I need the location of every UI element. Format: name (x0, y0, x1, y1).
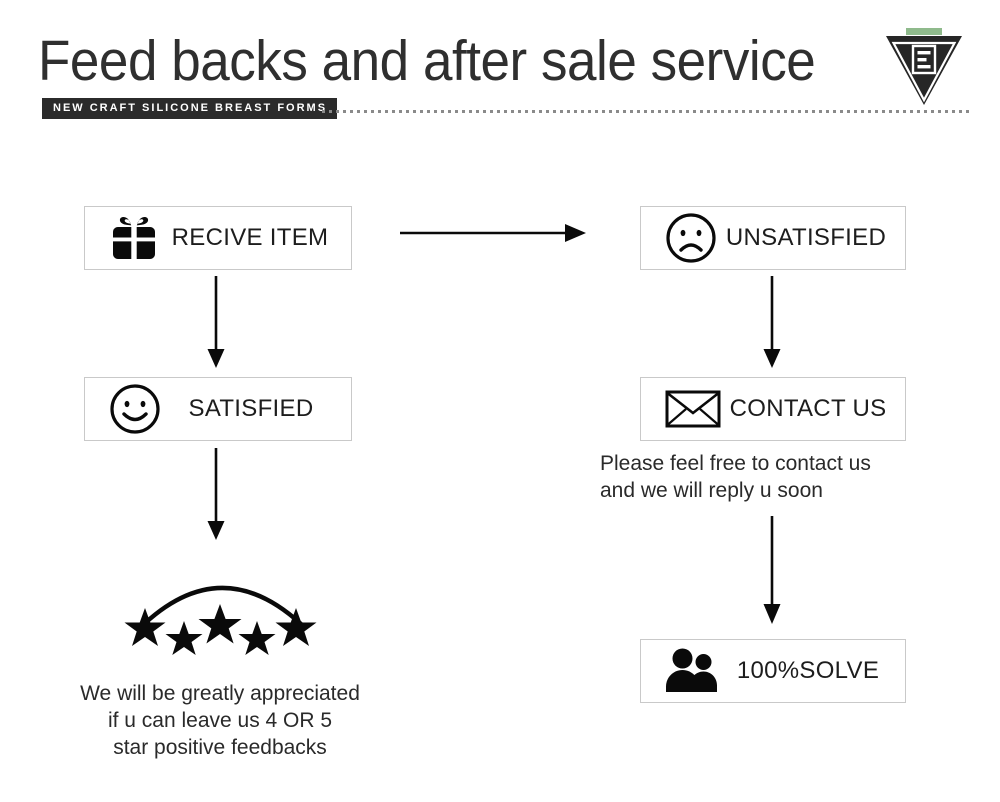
triangle-document-logo-icon (880, 27, 968, 117)
flow-box-label: CONTACT US (729, 395, 887, 422)
page-header: Feed backs and after sale service NEW CR… (0, 0, 1000, 140)
tagline-badge: NEW CRAFT SILICONE BREAST FORMS (42, 98, 338, 119)
stars-caption-line-3: star positive feedbacks (113, 736, 327, 759)
stars-caption-line-2: if u can leave us 4 OR 5 (107, 709, 333, 732)
stars-caption-line-1: We will be greatly appreciated (80, 682, 360, 705)
flow-box-unsatisfied[interactable]: UNSATISFIED (640, 206, 906, 270)
header-dotted-divider (322, 110, 970, 113)
flow-box-satisfied[interactable]: SATISFIED (84, 377, 352, 441)
page-title: Feed backs and after sale service (38, 29, 816, 93)
flow-box-receive-item[interactable]: RECIVE ITEM (84, 206, 352, 270)
arrow-right-receive-to-unsatisfied (400, 215, 586, 251)
flow-box-label: 100%SOLVE (736, 657, 880, 684)
arrow-down-satisfied-to-stars (196, 448, 236, 540)
smiley-face-icon (109, 383, 161, 435)
sad-face-icon (665, 212, 717, 264)
flow-box-label: SATISFIED (188, 395, 314, 422)
contact-note: Please feel free to contact us and we wi… (600, 450, 960, 504)
flow-box-100-percent-solve[interactable]: 100%SOLVE (640, 639, 906, 703)
envelope-icon (665, 388, 721, 430)
arrow-down-receive-to-satisfied (196, 276, 236, 368)
arrow-down-contact-to-solve (752, 516, 792, 624)
flow-box-label: UNSATISFIED (725, 224, 887, 251)
gift-icon (109, 214, 159, 262)
five-stars-arc-icon (118, 556, 323, 656)
flow-box-contact-us[interactable]: CONTACT US (640, 377, 906, 441)
two-people-icon (665, 648, 721, 694)
contact-note-line-2: and we will reply u soon (600, 479, 823, 502)
flow-box-label: RECIVE ITEM (171, 224, 329, 251)
contact-note-line-1: Please feel free to contact us (600, 452, 871, 475)
stars-caption: We will be greatly appreciated if u can … (40, 680, 400, 761)
arrow-down-unsatisfied-to-contact (752, 276, 792, 368)
